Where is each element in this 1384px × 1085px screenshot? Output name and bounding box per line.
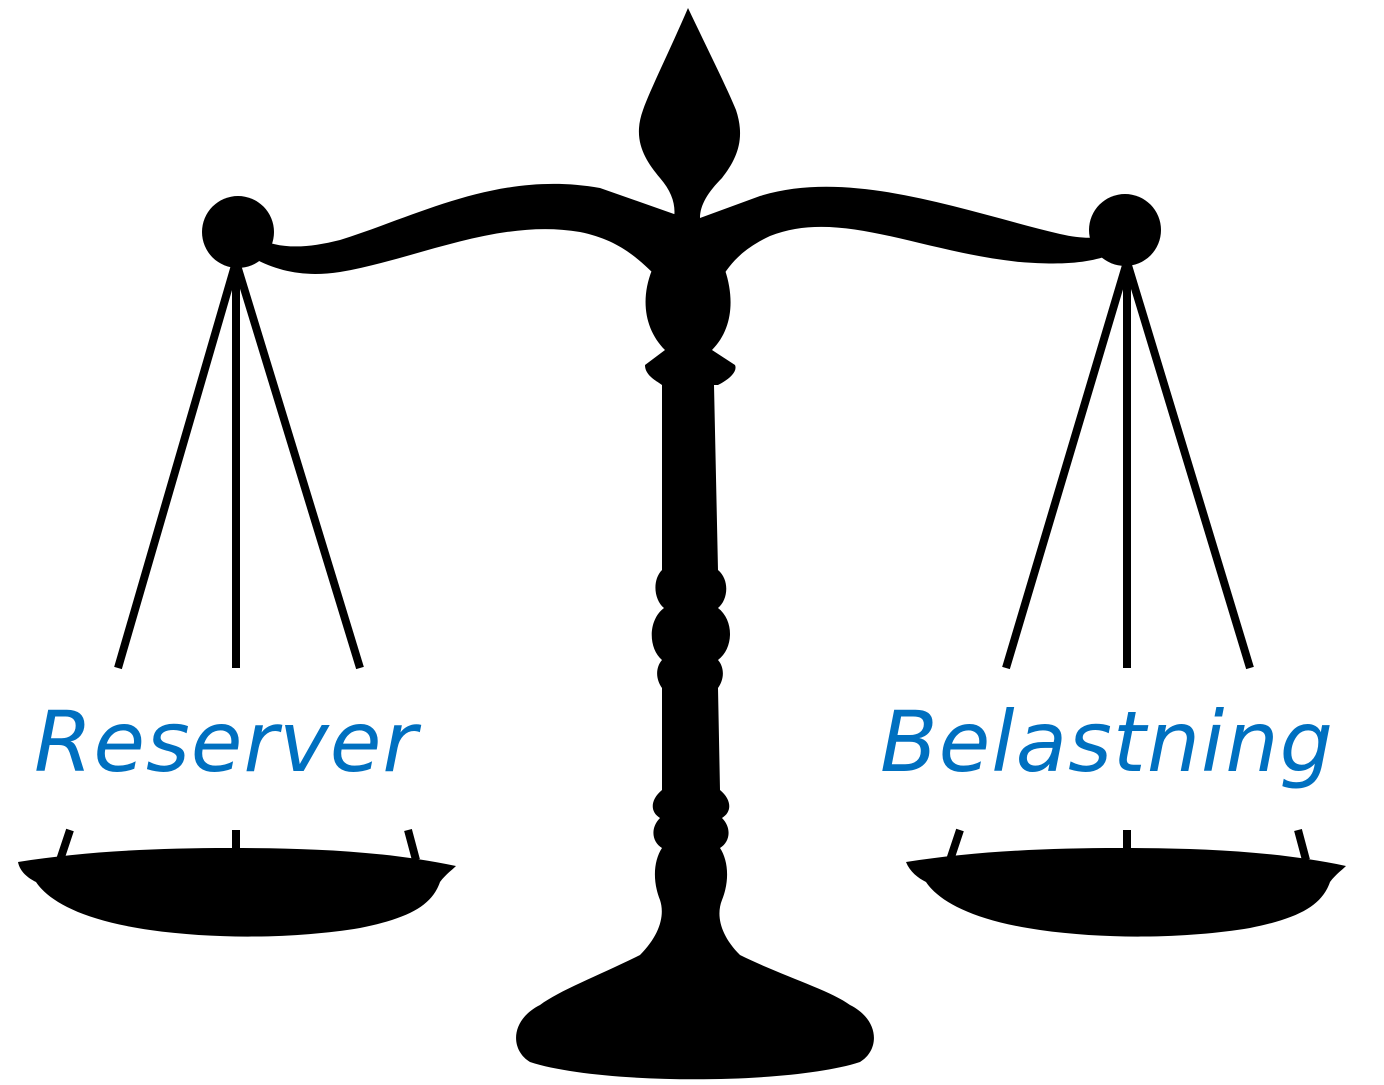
left-pan-label: Reserver [34,700,418,784]
right-pan [906,848,1346,937]
pillar-base [516,955,874,1079]
pillar-collar [645,270,736,385]
pillar-shaft [640,385,740,955]
right-pan-label: Belastning [880,700,1334,784]
finial-flame [639,8,740,218]
left-pan [18,848,456,937]
left-beam-knob [202,196,274,268]
right-beam-knob [1089,194,1161,266]
